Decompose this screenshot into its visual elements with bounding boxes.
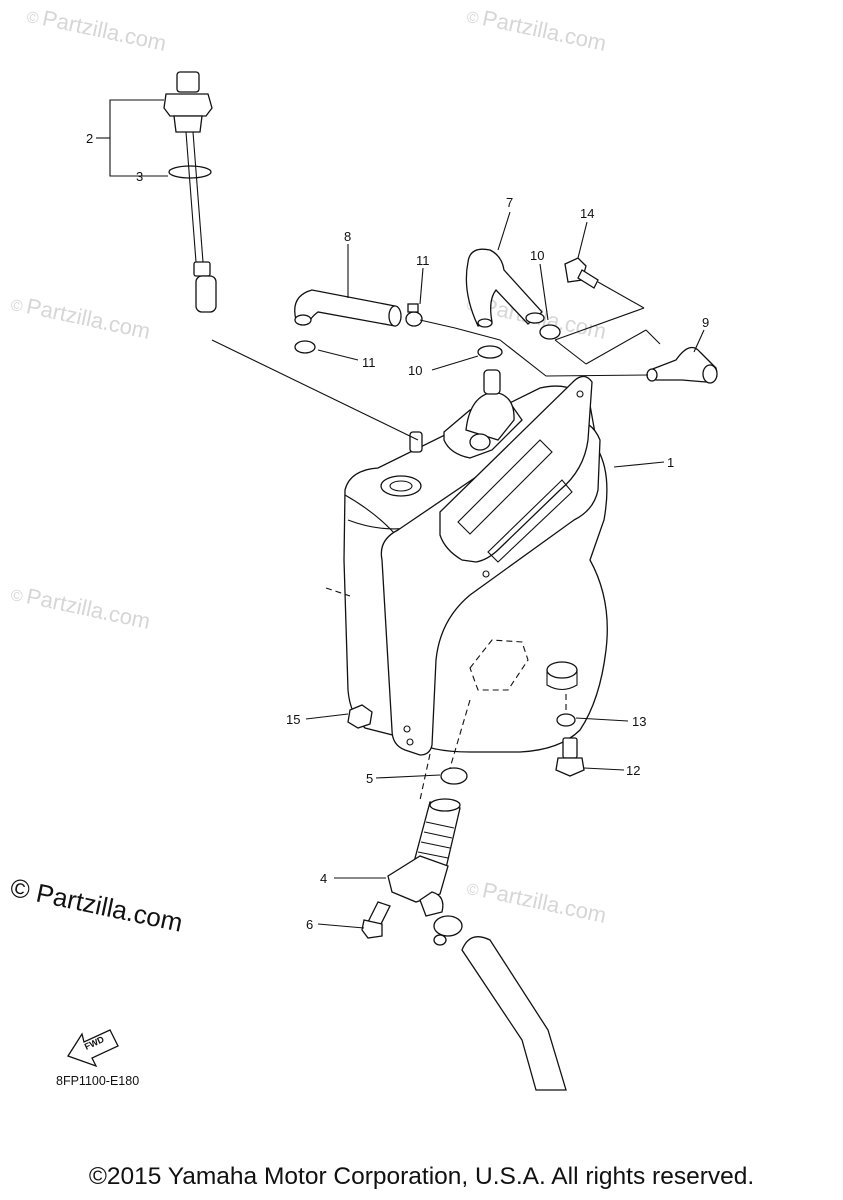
callout-7: 7 [506, 195, 514, 210]
callout-15: 15 [286, 712, 301, 727]
copyright-notice: ©2015 Yamaha Motor Corporation, U.S.A. A… [88, 1163, 755, 1190]
callout-1: 1 [667, 455, 675, 470]
fwd-arrow-icon [67, 1029, 119, 1068]
hose-part[interactable] [294, 289, 402, 327]
callout-14: 14 [580, 206, 595, 221]
diagram-code: 8FP1100-E180 [56, 1074, 140, 1088]
callout-11: 11 [362, 355, 376, 370]
level-sensor-part[interactable] [163, 71, 217, 313]
callout-3: 3 [136, 169, 144, 184]
hose-part[interactable] [465, 248, 545, 328]
callout-12: 12 [626, 763, 641, 778]
bolt-part[interactable] [564, 257, 599, 289]
callout-10: 10 [408, 363, 423, 378]
washer-part[interactable] [556, 713, 576, 727]
elbow-fitting-part[interactable] [646, 346, 718, 384]
callout-10: 10 [530, 248, 545, 263]
callout-6: 6 [306, 917, 314, 932]
bolt-part[interactable] [361, 901, 391, 939]
hose-clip-part[interactable] [294, 303, 561, 359]
callout-11: 11 [416, 253, 430, 268]
nut-part[interactable] [347, 704, 373, 729]
o-ring-part[interactable] [440, 767, 468, 785]
callout-4: 4 [320, 871, 328, 886]
bolt-part[interactable] [555, 737, 585, 777]
callout-13: 13 [632, 714, 647, 729]
callout-8: 8 [344, 229, 352, 244]
callout-2: 2 [86, 131, 94, 146]
outlet-hose-part[interactable] [461, 936, 567, 1091]
hose-clamp-part[interactable] [433, 915, 463, 946]
callout-5: 5 [366, 771, 374, 786]
strainer-pipe-part[interactable] [387, 798, 461, 917]
oil-tank-part[interactable] [343, 369, 608, 756]
callout-9: 9 [702, 315, 710, 330]
